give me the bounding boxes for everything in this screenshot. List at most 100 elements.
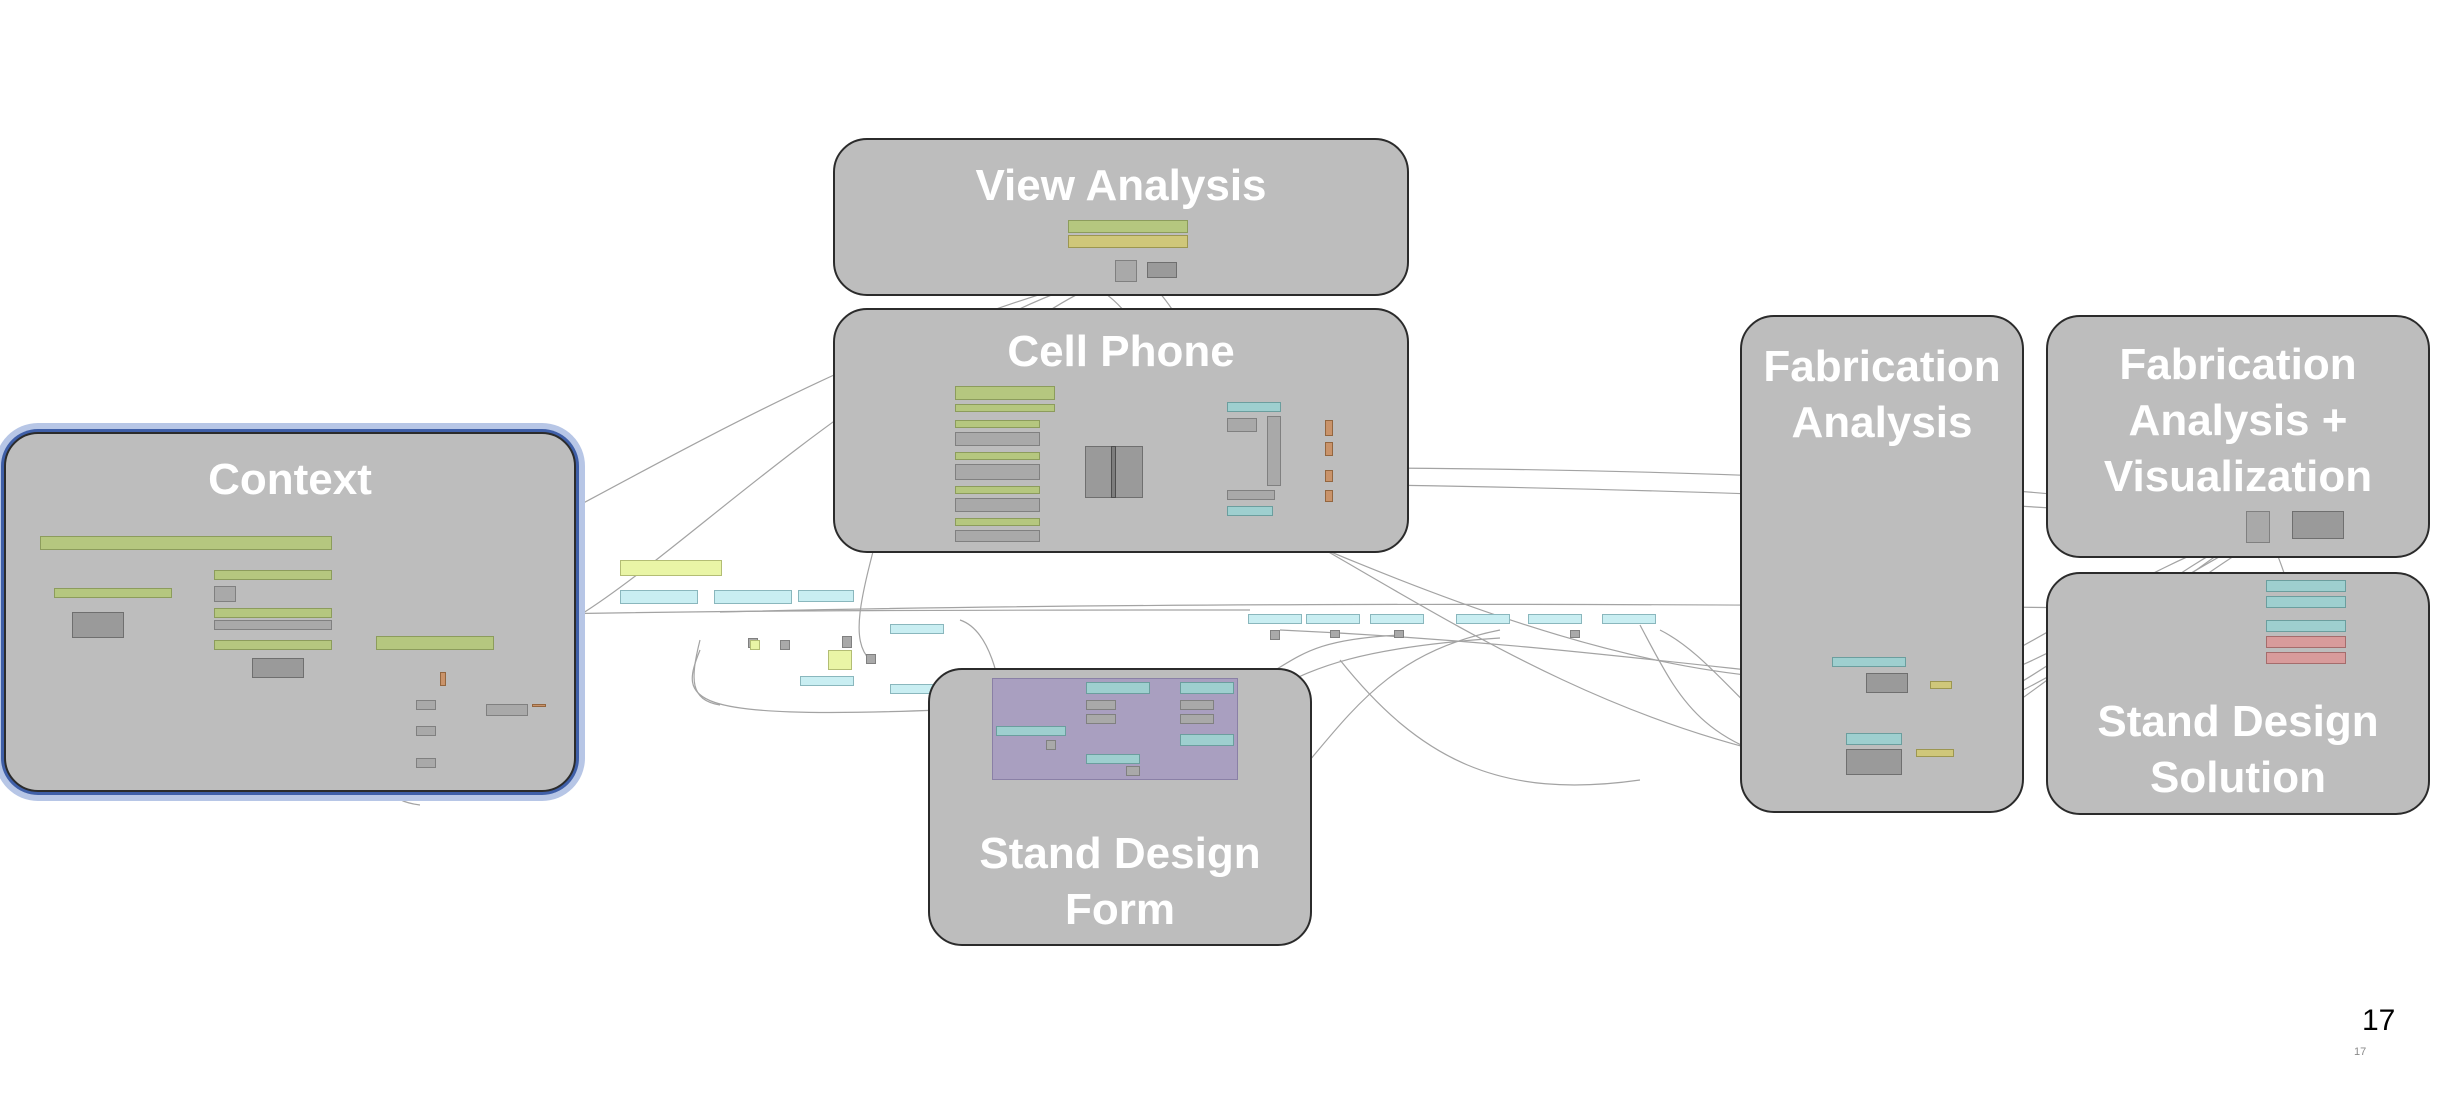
node-component[interactable] — [416, 758, 436, 768]
node-panel[interactable] — [1306, 614, 1360, 624]
node-panel[interactable] — [1086, 754, 1140, 764]
node-panel[interactable] — [1370, 614, 1424, 624]
node-panel[interactable] — [620, 590, 698, 604]
node-component[interactable] — [955, 498, 1040, 512]
group-title: Analysis — [1791, 398, 1973, 447]
node-component[interactable] — [1570, 630, 1580, 638]
node-panel[interactable] — [828, 650, 852, 670]
node-component[interactable] — [955, 530, 1040, 542]
node-panel[interactable] — [1528, 614, 1582, 624]
node-component[interactable] — [1866, 673, 1908, 693]
node-panel[interactable] — [955, 518, 1040, 526]
node-component[interactable] — [1115, 260, 1137, 282]
node-panel[interactable] — [1832, 657, 1906, 667]
wire — [1309, 629, 1501, 761]
node-panel[interactable] — [54, 588, 172, 598]
node-component[interactable] — [1180, 714, 1214, 724]
node-panel[interactable] — [1227, 506, 1273, 516]
node-component[interactable] — [1394, 630, 1404, 638]
node-component[interactable] — [1267, 416, 1281, 486]
node-panel[interactable] — [214, 640, 332, 650]
node-panel[interactable] — [1846, 733, 1902, 745]
node-output[interactable] — [1325, 420, 1333, 436]
node-component[interactable] — [1147, 262, 1177, 278]
node-component[interactable] — [955, 432, 1040, 446]
node-component[interactable] — [486, 704, 528, 716]
node-component[interactable] — [416, 700, 436, 710]
node-component[interactable] — [1126, 766, 1140, 776]
node-panel[interactable] — [1930, 681, 1952, 689]
node-panel[interactable] — [1248, 614, 1302, 624]
node-component[interactable] — [780, 640, 790, 650]
node-panel[interactable] — [1456, 614, 1510, 624]
node-panel[interactable] — [1180, 734, 1234, 746]
node-panel[interactable] — [800, 676, 854, 686]
node-panel[interactable] — [955, 420, 1040, 428]
group-stand-design-solution[interactable]: Stand Design Solution — [2046, 572, 2430, 815]
wire — [1339, 659, 1641, 786]
node-component[interactable] — [2246, 511, 2270, 543]
node-output[interactable] — [1325, 490, 1333, 502]
node-component[interactable] — [1180, 700, 1214, 710]
node-panel[interactable] — [714, 590, 792, 604]
node-component[interactable] — [1330, 630, 1340, 638]
group-title: View Analysis — [975, 161, 1267, 210]
node-panel[interactable] — [955, 386, 1055, 400]
group-stand-design-form[interactable]: Stand Design Form — [928, 668, 1312, 946]
group-title: Context — [208, 455, 372, 504]
node-panel[interactable] — [1068, 235, 1188, 248]
node-component[interactable] — [1846, 749, 1902, 775]
node-panel[interactable] — [1916, 749, 1954, 757]
node-component[interactable] — [866, 654, 876, 664]
node-panel[interactable] — [1068, 220, 1188, 233]
node-component[interactable] — [252, 658, 304, 678]
node-output[interactable] — [440, 672, 446, 686]
node-panel[interactable] — [2266, 596, 2346, 608]
node-panel[interactable] — [890, 624, 944, 634]
node-output[interactable] — [1325, 470, 1333, 482]
node-panel[interactable] — [2266, 636, 2346, 648]
node-panel[interactable] — [40, 536, 332, 550]
node-output[interactable] — [532, 704, 546, 707]
node-component[interactable] — [416, 726, 436, 736]
node-component[interactable] — [1086, 700, 1116, 710]
node-panel[interactable] — [214, 570, 332, 580]
node-panel[interactable] — [1180, 682, 1234, 694]
node-component[interactable] — [1270, 630, 1280, 640]
node-panel[interactable] — [620, 560, 722, 576]
node-panel[interactable] — [2266, 620, 2346, 632]
node-component[interactable] — [214, 586, 236, 602]
node-component[interactable] — [1046, 740, 1056, 750]
node-panel[interactable] — [1227, 402, 1281, 412]
node-panel[interactable] — [955, 452, 1040, 460]
node-component[interactable] — [955, 464, 1040, 480]
node-output[interactable] — [1325, 442, 1333, 456]
node-panel[interactable] — [996, 726, 1066, 736]
node-panel[interactable] — [955, 404, 1055, 412]
node-panel[interactable] — [1086, 682, 1150, 694]
node-component[interactable] — [842, 636, 852, 648]
group-context[interactable]: Context — [4, 432, 576, 792]
node-panel[interactable] — [955, 486, 1040, 494]
group-title: Analysis + — [2128, 396, 2348, 445]
node-panel[interactable] — [750, 640, 760, 650]
node-component[interactable] — [1227, 490, 1275, 500]
node-component[interactable] — [214, 620, 332, 630]
node-panel[interactable] — [2266, 652, 2346, 664]
group-fabrication-analysis[interactable]: Fabrication Analysis — [1740, 315, 2024, 813]
node-panel[interactable] — [798, 590, 854, 602]
node-panel[interactable] — [376, 636, 494, 650]
node-component[interactable] — [72, 612, 124, 638]
group-view-analysis[interactable]: View Analysis — [833, 138, 1409, 296]
node-component-large[interactable] — [2292, 511, 2344, 539]
group-cell-phone[interactable]: Cell Phone — [833, 308, 1409, 553]
node-panel[interactable] — [1602, 614, 1656, 624]
node-component[interactable] — [1227, 418, 1257, 432]
node-divider — [1111, 446, 1116, 498]
wire — [693, 639, 721, 706]
node-component[interactable] — [1086, 714, 1116, 724]
node-panel[interactable] — [214, 608, 332, 618]
group-title: Solution — [2150, 753, 2326, 802]
group-fabrication-visualization[interactable]: Fabrication Analysis + Visualization — [2046, 315, 2430, 558]
node-panel[interactable] — [2266, 580, 2346, 592]
